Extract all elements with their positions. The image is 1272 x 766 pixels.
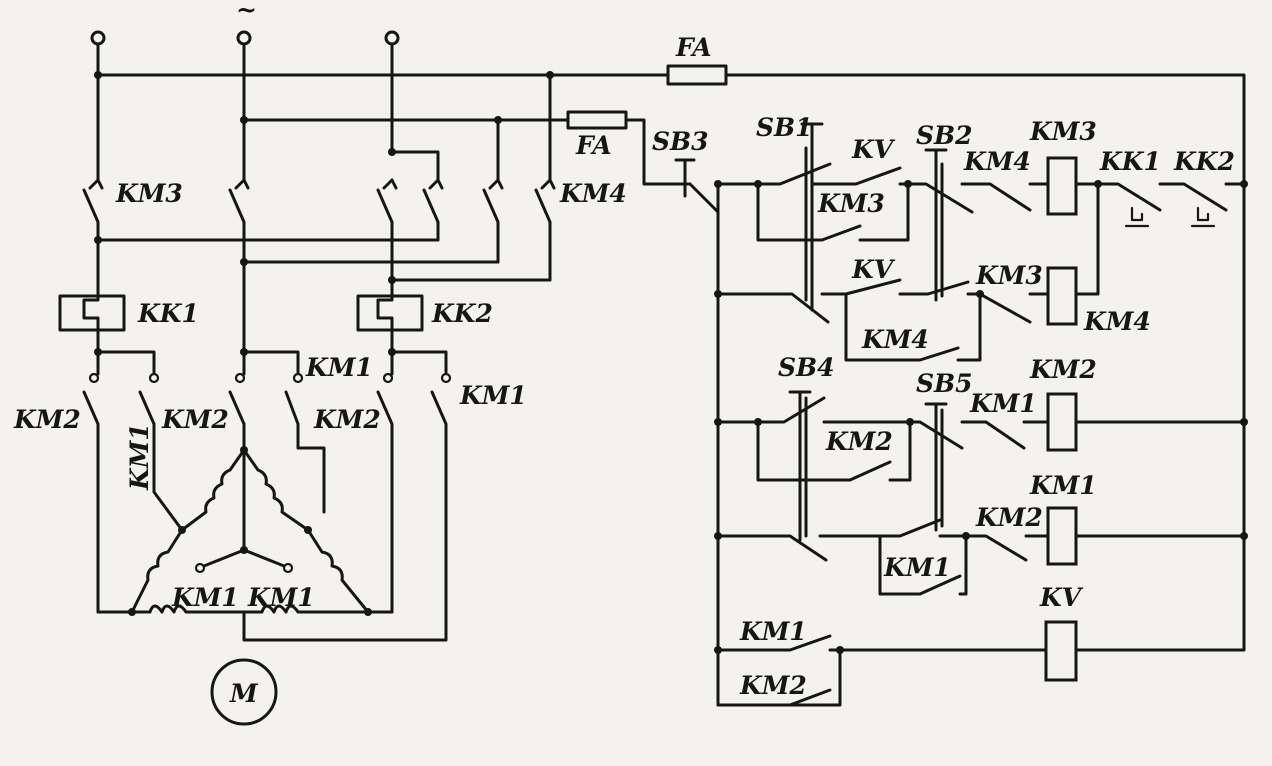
thermal-relay-kk2: [356, 294, 424, 332]
label-kv-r1: KV: [851, 135, 896, 164]
supply-terminals: ~: [90, 0, 400, 46]
label-km4-coil: KM4: [1083, 307, 1151, 336]
label-kv-coil: KV: [1039, 583, 1084, 612]
label-km1-coil: KM1: [1029, 471, 1097, 500]
motor-symbol: M: [210, 658, 278, 726]
label-km2-right: KM2: [313, 405, 381, 434]
label-fa-main: FA: [675, 33, 712, 62]
label-kk1-power: KK1: [137, 299, 199, 328]
control-circuit: SB3 SB1 KV KM3 SB2 KM4 KM3 KK1: [652, 113, 1248, 707]
motor-circle: [210, 658, 278, 726]
label-sb4: SB4: [778, 353, 835, 382]
coil-km2: [1046, 392, 1078, 452]
label-km4-power: KM4: [559, 179, 627, 208]
label-kk2-power: KK2: [431, 299, 493, 328]
ac-symbol: ~: [236, 0, 257, 24]
label-km2-mid: KM2: [161, 405, 229, 434]
label-sb2: SB2: [916, 121, 973, 150]
terminal-l3: [384, 30, 400, 46]
coil-km4: [1046, 266, 1078, 326]
label-km4-r1: KM4: [963, 147, 1031, 176]
label-km3-r2: KM3: [975, 261, 1043, 290]
label-km1-r3: KM1: [969, 389, 1037, 418]
motor-label: M: [229, 679, 259, 708]
terminal-l1: [90, 30, 106, 46]
label-km2-r4: KM2: [975, 503, 1043, 532]
label-km1-kv: KM1: [739, 617, 807, 646]
label-km2-hold: KM2: [825, 427, 893, 456]
label-km1-right: KM1: [459, 381, 527, 410]
label-kk2-ctrl: KK2: [1173, 147, 1235, 176]
label-km2-kv: KM2: [739, 671, 807, 700]
fuse-fa-main: [666, 64, 728, 86]
coil-km1: [1046, 506, 1078, 566]
label-kv-r2: KV: [851, 255, 896, 284]
label-km3-coil: KM3: [1029, 117, 1097, 146]
label-sb5: SB5: [916, 369, 973, 398]
coil-kv: [1044, 620, 1078, 682]
label-km1-delta-right: KM1: [247, 583, 315, 612]
label-sb3: SB3: [652, 127, 709, 156]
label-km3-hold: KM3: [817, 189, 885, 218]
label-km1-delta-left: KM1: [171, 583, 239, 612]
label-km3-power: KM3: [115, 179, 183, 208]
power-buses: FA FA: [94, 33, 1246, 186]
label-km2-coil: KM2: [1029, 355, 1097, 384]
label-km1-hold: KM1: [883, 553, 951, 582]
motor-contacts: KM2 KM2 KM1 KM2 KM1 KM1: [13, 348, 527, 642]
label-km2-left: KM2: [13, 405, 81, 434]
label-fa-ctrl: FA: [575, 131, 612, 160]
terminal-l2: [236, 30, 252, 46]
thermal-relay-kk1: [58, 294, 126, 332]
label-km4-hold: KM4: [861, 325, 929, 354]
label-kk1-ctrl: KK1: [1099, 147, 1161, 176]
motor-windings: KM1 KM1: [128, 422, 372, 624]
km3-km4-power-contacts: KM3 KM4: [82, 178, 627, 298]
coil-km3: [1046, 156, 1078, 216]
thermal-relays: KK1 KK2: [58, 283, 493, 354]
fuse-fa-ctrl: [566, 110, 628, 130]
label-sb1: SB1: [756, 113, 813, 142]
label-km1-vertical: KM1: [125, 423, 154, 491]
label-km1-mid-top: KM1: [305, 353, 373, 382]
